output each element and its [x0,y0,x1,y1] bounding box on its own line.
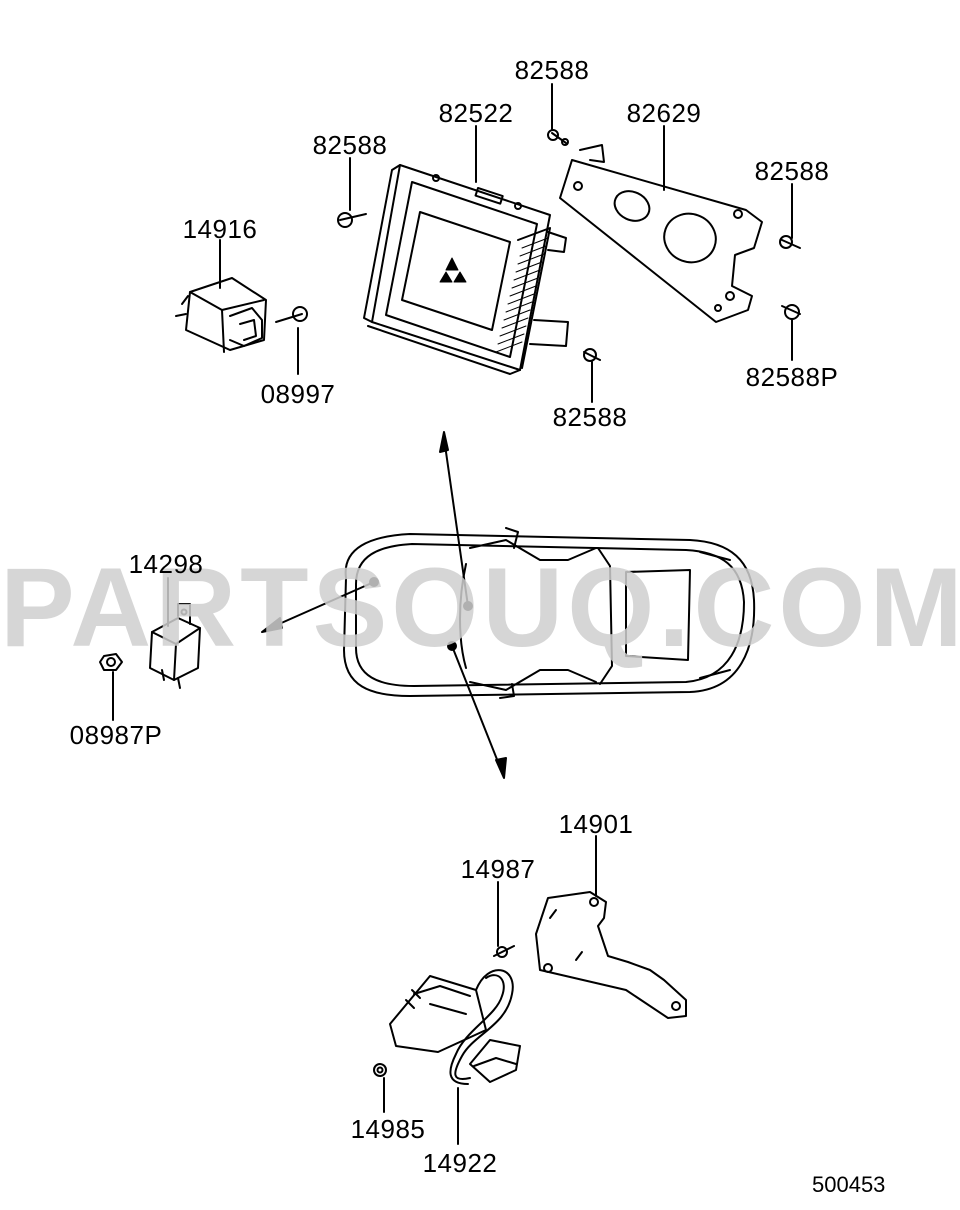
part-label-harness[interactable]: 14922 [422,1148,498,1178]
part-label-screw[interactable]: 82588 [754,156,830,186]
ecu-module[interactable] [363,164,569,375]
screw-icon[interactable] [547,129,569,146]
part-label-relay[interactable]: 14298 [128,549,204,579]
car-outline [343,527,756,699]
relay-left[interactable] [149,603,201,689]
diagram-code: 500453 [812,1172,886,1197]
nut-icon[interactable] [373,1063,387,1077]
wiring-harness[interactable] [389,969,521,1085]
part-label-ecu[interactable]: 82522 [438,98,514,128]
leader-lines [112,83,793,1145]
screw-icon[interactable] [781,304,801,320]
part-label-bolt[interactable]: 08997 [260,379,336,409]
arrow-to-harness [447,641,507,779]
part-label-screw[interactable]: 82588 [312,130,388,160]
bolt-icon[interactable] [275,306,308,323]
part-label-relay[interactable]: 14916 [182,214,258,244]
relay-top[interactable] [175,277,267,353]
bracket-bottom[interactable] [535,891,687,1019]
ecu-bracket[interactable] [559,144,763,323]
part-label-nut[interactable]: 14985 [350,1114,426,1144]
arrow-to-ecu [439,431,473,611]
part-label-screw-p[interactable]: 82588P [745,362,839,392]
part-label-screw[interactable]: 82588 [552,402,628,432]
part-label-bracket[interactable]: 14901 [558,809,634,839]
part-label-bolt[interactable]: 14987 [460,854,536,884]
part-label-screw[interactable]: 82588 [514,55,590,85]
screw-icon[interactable] [779,235,801,249]
arrow-to-relay-left [261,577,379,633]
watermark-text: PARTSOUQ.COM [0,545,960,670]
part-label-nut[interactable]: 08987P [69,720,163,750]
screw-icon[interactable] [337,212,367,228]
bolt-icon[interactable] [493,945,515,958]
part-label-ecu-bracket[interactable]: 82629 [626,98,702,128]
screw-icon[interactable] [583,348,601,362]
nut-icon[interactable] [99,653,123,671]
